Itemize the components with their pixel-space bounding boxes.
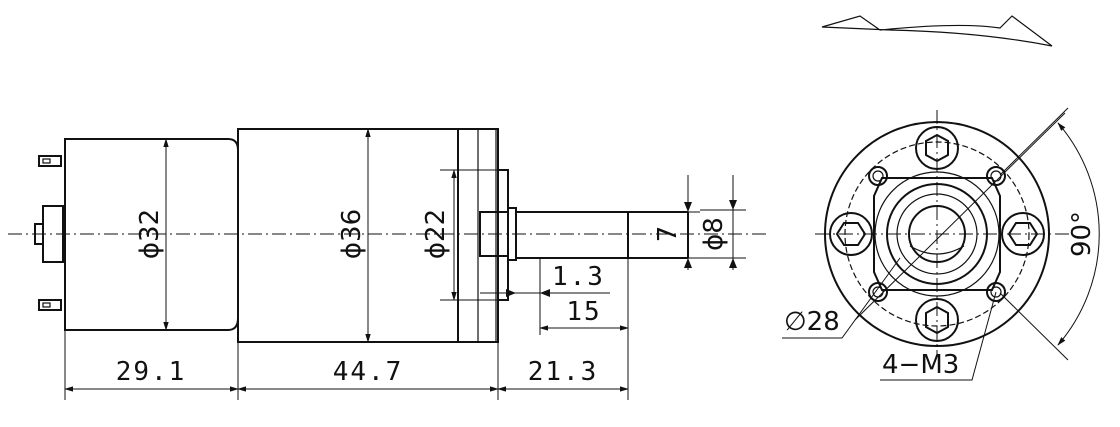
boss-right [1001, 212, 1045, 256]
dim-shoulder-label: 1.3 [552, 262, 605, 292]
gearbox [457, 128, 509, 343]
break-symbol [821, 15, 1053, 47]
output-shaft [515, 211, 689, 259]
dim-447-label: 44.7 [333, 357, 404, 387]
shaft-circle [908, 205, 966, 263]
flange-inner-ring [844, 141, 1030, 327]
terminal-bottom [38, 299, 62, 311]
angle-label: 90° [1067, 211, 1097, 257]
m3-hole-br [986, 282, 1006, 302]
boss-left [829, 212, 873, 256]
pcd-leader [782, 257, 901, 339]
angle-ext-bottom [999, 292, 1069, 361]
diag-leader [854, 112, 1066, 321]
m3-hole-bl [868, 282, 888, 302]
rear-bushing [34, 205, 64, 263]
dim-d8-label: ϕ8 [699, 217, 729, 251]
m3-hole-tl [868, 166, 888, 186]
boss-top [915, 126, 959, 170]
dim-291-label: 29.1 [116, 357, 187, 387]
dim-15-label: 15 [566, 297, 601, 327]
dim-213-label: 21.3 [528, 357, 599, 387]
holes-leader [880, 291, 997, 381]
m3-hole-tr [986, 166, 1006, 186]
dim-d22-label: ϕ22 [421, 209, 451, 259]
dim-d32-label: ϕ32 [135, 209, 165, 259]
terminal-top [38, 155, 62, 167]
dim-flat-label: 7 [653, 226, 683, 243]
angle-ext-top [999, 107, 1069, 176]
hub-ring [886, 183, 988, 285]
shaft-flat-arc [909, 245, 965, 255]
angle-arc [1057, 122, 1100, 346]
front-view: ∅28 4−M3 90° [782, 15, 1100, 381]
dim-d36-label: ϕ36 [337, 209, 367, 259]
boss-bottom [915, 298, 959, 342]
flange-outer [824, 121, 1050, 347]
side-view: ϕ32 ϕ36 ϕ22 7 ϕ8 1.3 15 [8, 128, 770, 400]
holes-label: 4−M3 [882, 350, 959, 380]
pcd-label: ∅28 [784, 307, 840, 337]
hub-ring-inner [896, 193, 978, 275]
